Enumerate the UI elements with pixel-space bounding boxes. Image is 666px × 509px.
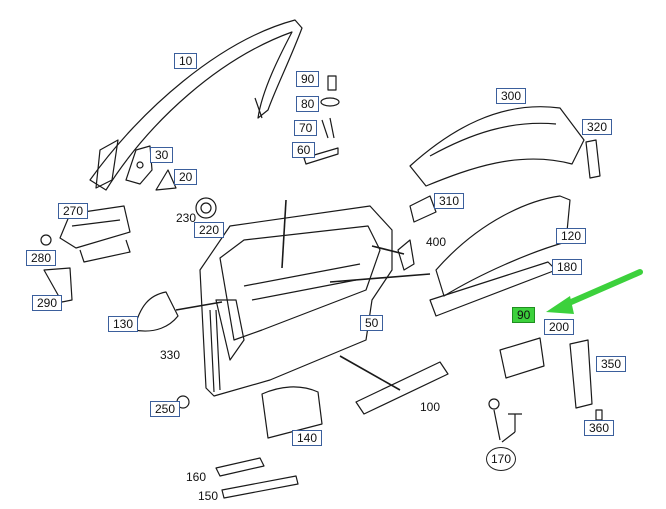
part-60-to-90-clips: [303, 75, 340, 165]
callout-180[interactable]: 180: [552, 259, 583, 275]
callout-80[interactable]: 80: [296, 96, 320, 112]
callout-330[interactable]: 330: [160, 348, 181, 362]
part-120-trim: [435, 195, 571, 297]
callout-140[interactable]: 140: [292, 430, 323, 446]
part-330-seal: [209, 309, 221, 393]
callout-280[interactable]: 280: [26, 250, 57, 266]
part-290-bracket: [43, 267, 73, 303]
part-350-hinge: [569, 339, 593, 409]
callout-160[interactable]: 160: [186, 470, 207, 484]
callout-290[interactable]: 290: [32, 295, 63, 311]
part-220-speaker: [195, 197, 217, 219]
callout-400[interactable]: 400: [426, 235, 447, 249]
callout-30[interactable]: 30: [150, 147, 174, 163]
callout-360[interactable]: 360: [584, 420, 615, 436]
part-280-screw: [40, 234, 52, 246]
callout-220[interactable]: 220: [194, 222, 225, 238]
part-320-vent-strip: [585, 139, 601, 179]
callout-230[interactable]: 230: [176, 211, 197, 225]
part-10-window-trim: [89, 19, 303, 191]
green-pointer-arrow: [546, 269, 643, 314]
callout-90-highlighted[interactable]: 90: [512, 307, 536, 323]
callout-120[interactable]: 120: [556, 228, 587, 244]
callout-10[interactable]: 10: [174, 53, 198, 69]
callout-350[interactable]: 350: [596, 356, 627, 372]
part-50-door-panel: [199, 205, 393, 397]
callout-320[interactable]: 320: [582, 119, 613, 135]
callout-310[interactable]: 310: [434, 193, 465, 209]
callout-170[interactable]: 170: [486, 447, 516, 471]
part-20-cover: [155, 169, 177, 191]
leader-lines: [175, 199, 431, 391]
part-130-mirror-cover: [133, 291, 179, 332]
callout-270[interactable]: 270: [58, 203, 89, 219]
callout-70[interactable]: 70: [294, 120, 318, 136]
callout-100[interactable]: 100: [420, 400, 441, 414]
part-400-bracket: [397, 239, 415, 271]
part-170-fasteners: [488, 398, 522, 443]
callout-90[interactable]: 90: [296, 71, 320, 87]
callout-20[interactable]: 20: [174, 169, 198, 185]
callout-60[interactable]: 60: [292, 142, 316, 158]
callout-130[interactable]: 130: [108, 316, 139, 332]
part-140-pocket: [261, 386, 323, 439]
callout-300[interactable]: 300: [496, 88, 527, 104]
part-300-duct: [409, 106, 585, 187]
callout-50[interactable]: 50: [360, 315, 384, 331]
part-200-grip: [499, 337, 545, 379]
part-160-strip: [215, 457, 265, 477]
callout-200[interactable]: 200: [544, 319, 575, 335]
callout-150[interactable]: 150: [198, 489, 219, 503]
part-150-strip: [221, 475, 299, 499]
part-310-vent: [409, 195, 437, 223]
part-100-armrest: [355, 361, 449, 415]
callout-250[interactable]: 250: [150, 401, 181, 417]
